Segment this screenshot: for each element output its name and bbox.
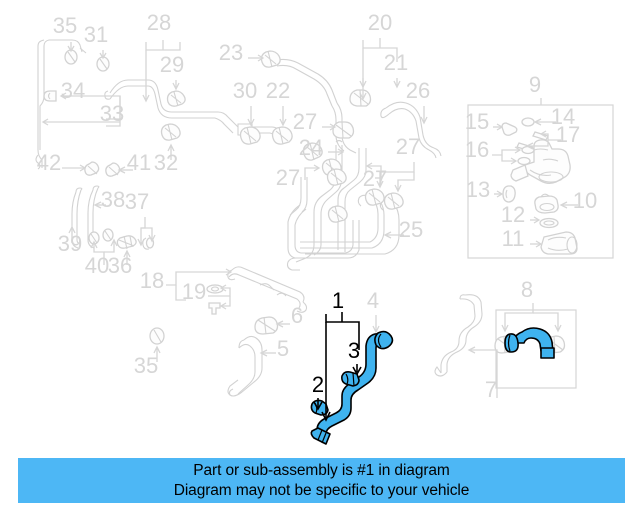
callout-label-10[interactable]: 10 (573, 188, 597, 213)
clamp-part-32 (160, 123, 181, 141)
callout-label-9[interactable]: 9 (529, 72, 541, 97)
callout-label-3[interactable]: 3 (348, 338, 360, 363)
callout-label-4[interactable]: 4 (367, 288, 379, 313)
callout-label-27[interactable]: 27 (396, 134, 420, 159)
housing-part-9-body (510, 139, 571, 184)
callout-label-21[interactable]: 21 (384, 50, 408, 75)
caption-line-2: Diagram may not be specific to your vehi… (173, 481, 470, 499)
clamp-part-27-g (327, 205, 348, 223)
clamp-part-27-d (326, 168, 347, 186)
caption-banner: Part or sub-assembly is #1 in diagram Di… (18, 458, 625, 503)
callout-label-39[interactable]: 39 (58, 231, 82, 256)
callout-label-14[interactable]: 14 (551, 104, 575, 129)
clamp-part-40 (102, 228, 114, 242)
clamp-part-23 (260, 50, 281, 68)
washer-part-19a (206, 284, 224, 294)
clamp-part-27-a (332, 121, 355, 139)
clamp-part-35-bottom (149, 327, 165, 345)
callout-label-1[interactable]: 1 (332, 288, 344, 313)
clip-part-41 (105, 162, 121, 177)
clamp-part-6 (254, 316, 279, 335)
callout-label-33[interactable]: 33 (100, 101, 124, 126)
callout-label-2[interactable]: 2 (312, 372, 324, 397)
callout-label-6[interactable]: 6 (291, 303, 303, 328)
callout-label-36[interactable]: 36 (108, 253, 132, 278)
clamp-part-27-f (383, 192, 404, 210)
callout-label-30[interactable]: 30 (233, 78, 257, 103)
leader-lines (41, 38, 578, 422)
inlet-part-11 (540, 231, 578, 255)
callout-label-20[interactable]: 20 (368, 10, 392, 35)
callout-label-16[interactable]: 16 (465, 137, 489, 162)
clamp-part-27-e (364, 188, 385, 206)
callout-label-42[interactable]: 42 (37, 150, 61, 175)
callout-label-11[interactable]: 11 (502, 226, 525, 251)
oring-part-16b (517, 156, 531, 166)
callout-label-41[interactable]: 41 (127, 150, 151, 175)
callout-label-17[interactable]: 17 (556, 122, 580, 147)
callout-label-35[interactable]: 35 (134, 353, 158, 378)
clamp-part-22 (271, 126, 293, 145)
callout-label-25[interactable]: 25 (399, 217, 423, 242)
callout-label-35[interactable]: 35 (53, 13, 77, 38)
callout-label-18[interactable]: 18 (140, 268, 164, 293)
callout-label-8[interactable]: 8 (521, 277, 533, 302)
callout-label-19[interactable]: 19 (182, 279, 206, 304)
callout-label-34[interactable]: 34 (61, 78, 85, 103)
clamp-part-30 (239, 126, 261, 145)
bolt-part-19b (208, 302, 221, 315)
washer-part-14 (521, 117, 535, 127)
oring-part-12 (539, 217, 559, 229)
callout-label-28[interactable]: 28 (147, 10, 171, 35)
callout-label-12[interactable]: 12 (501, 202, 525, 227)
elbow-part-34 (43, 90, 57, 102)
callout-label-32[interactable]: 32 (154, 150, 178, 175)
callout-label-26[interactable]: 26 (406, 78, 430, 103)
callout-label-27[interactable]: 27 (363, 166, 387, 191)
clamp-part-3-highlighted (341, 371, 360, 387)
callout-label-24[interactable]: 24 (299, 135, 323, 160)
clamp-part-27-c (302, 142, 323, 161)
callout-label-22[interactable]: 22 (266, 78, 290, 103)
gasket-part-13 (502, 185, 516, 203)
callout-label-37[interactable]: 37 (125, 189, 149, 214)
thermostat-part-10 (534, 193, 559, 214)
bolt-part-17a (532, 131, 549, 141)
callout-label-15[interactable]: 15 (465, 109, 489, 134)
callout-label-29[interactable]: 29 (160, 52, 184, 77)
bolt-part-15 (501, 122, 518, 136)
background-parts-artwork (35, 39, 614, 397)
callout-label-40[interactable]: 40 (85, 253, 109, 278)
callout-label-31[interactable]: 31 (84, 22, 108, 47)
callout-label-27[interactable]: 27 (276, 165, 300, 190)
callout-label-7[interactable]: 7 (485, 377, 497, 402)
clamp-part-21 (349, 89, 372, 107)
caption-line-1: Part or sub-assembly is #1 in diagram (193, 461, 450, 479)
callout-label-13[interactable]: 13 (466, 177, 490, 202)
callout-label-27[interactable]: 27 (293, 109, 317, 134)
callout-label-38[interactable]: 38 (101, 187, 125, 212)
oring-part-16a (521, 145, 535, 155)
callout-label-23[interactable]: 23 (219, 40, 243, 65)
clip-part-42 (84, 161, 100, 176)
bracket-part-36 (116, 235, 137, 250)
callout-label-5[interactable]: 5 (277, 336, 289, 361)
clamp-part-29 (166, 90, 186, 107)
